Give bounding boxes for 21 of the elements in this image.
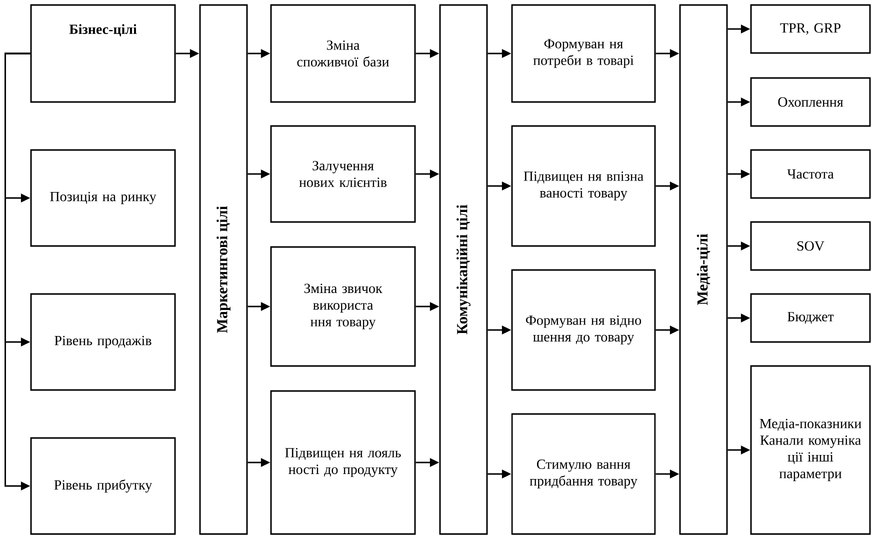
- vertical-band: Комунікаційні цілі: [439, 4, 488, 535]
- vertical-band: Медіа-цілі: [679, 4, 728, 535]
- goal-box: Зміна звичок використа ння товару: [270, 246, 416, 367]
- goal-box: Позиція на ринку: [30, 149, 176, 247]
- goal-box: Підвищен ня лояль ності до продукту: [270, 390, 416, 535]
- goal-box: Підвищен ня впізна ваності товару: [511, 125, 656, 247]
- goal-box: Рівень прибутку: [30, 437, 176, 535]
- metric-box: Бюджет: [750, 293, 871, 343]
- goal-box: Медіа-показники Канали комуніка ції інші параметри: [750, 365, 871, 535]
- metric-box: Частота: [750, 149, 871, 199]
- goal-box: Зміна споживчої бази: [270, 4, 416, 103]
- metric-box: SOV: [750, 221, 871, 271]
- goal-box: Формуван ня відно шення до товару: [511, 269, 656, 391]
- vertical-band: Маркетингові цілі: [199, 4, 248, 535]
- metric-box: TPR, GRP: [750, 4, 871, 54]
- goal-box: Рівень продажів: [30, 293, 176, 391]
- metric-box: Охоплення: [750, 77, 871, 127]
- goal-box: Залучення нових клієнтів: [270, 125, 416, 223]
- goal-box: Формуван ня потреби в товарі: [511, 4, 656, 103]
- goal-box: Бізнес-цілі: [30, 4, 176, 103]
- goal-box: Стимулю вання придбання товару: [511, 413, 656, 535]
